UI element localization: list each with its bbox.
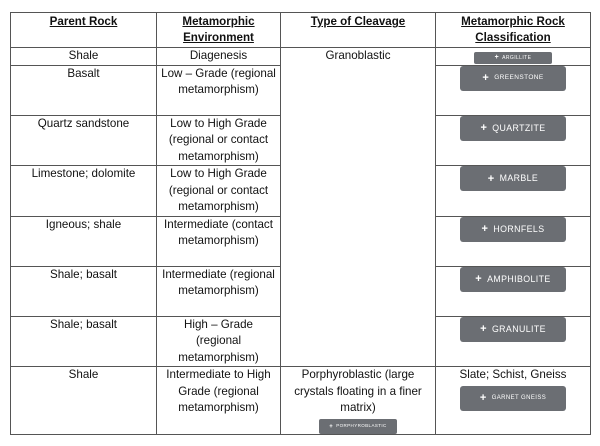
plus-icon: + <box>480 323 487 335</box>
plus-icon: + <box>480 122 488 134</box>
plus-icon: + <box>481 223 489 235</box>
plus-icon: + <box>479 392 487 404</box>
classification-cell: + MARBLE <box>435 165 591 217</box>
header-metamorphic-environment: Metamorphic Environment <box>156 12 281 48</box>
header-parent-rock: Parent Rock <box>10 12 157 48</box>
parent-rock-cell: Shale <box>10 366 157 435</box>
header-rock-classification: Metamorphic Rock Classification <box>435 12 591 48</box>
button-label: HORNFELS <box>493 223 545 234</box>
classification-cell: +ARGILLITE <box>435 47 591 66</box>
cleavage-porphyroblastic: Porphyroblastic (large crystals floating… <box>294 368 422 414</box>
table-row: Basalt Low – Grade (regional metamorphis… <box>10 64 591 116</box>
button-label: QUARTZITE <box>492 122 546 133</box>
argillite-button[interactable]: +ARGILLITE <box>474 52 552 64</box>
button-label: PORPHYROBLASTIC <box>336 423 387 429</box>
quartzite-button[interactable]: + QUARTZITE <box>460 115 566 141</box>
metamorphic-rock-table: Parent Rock Metamorphic Environment Type… <box>10 12 591 435</box>
table-row: Limestone; dolomite Low to High Grade (r… <box>10 165 591 217</box>
parent-rock-cell: Limestone; dolomite <box>10 165 157 217</box>
button-label: AMPHIBOLITE <box>487 273 551 284</box>
button-label: GARNET GNEISS <box>491 394 547 401</box>
plus-icon: + <box>487 172 495 185</box>
granulite-button[interactable]: + GRANULITE <box>460 316 566 342</box>
garnet-gneiss-button[interactable]: + GARNET GNEISS <box>460 385 566 411</box>
parent-rock-cell: Basalt <box>10 64 157 116</box>
parent-rock-cell: Shale <box>10 47 157 66</box>
classification-text: Slate; Schist, Gneiss <box>459 368 567 381</box>
parent-rock-cell: Shale; basalt <box>10 265 157 317</box>
greenstone-button[interactable]: + GREENSTONE <box>460 65 566 91</box>
classification-cell: + GRANULITE <box>435 315 591 367</box>
porphyroblastic-button[interactable]: +PORPHYROBLASTIC <box>319 419 397 434</box>
classification-cell: + AMPHIBOLITE <box>435 265 591 317</box>
environment-cell: Low to High Grade (regional or contact m… <box>156 165 281 217</box>
plus-icon: + <box>494 54 500 61</box>
parent-rock-cell: Quartz sandstone <box>10 114 157 166</box>
button-label: GRANULITE <box>491 323 546 334</box>
amphibolite-button[interactable]: + AMPHIBOLITE <box>460 266 566 292</box>
environment-cell: Intermediate to High Grade (regional met… <box>156 366 281 435</box>
table-row: Shale Diagenesis Granoblastic +ARGILLITE <box>10 47 591 367</box>
table-row: Shale; basalt High – Grade (regional met… <box>10 315 591 367</box>
classification-cell: + GREENSTONE <box>435 64 591 116</box>
environment-cell: Intermediate (contact metamorphism) <box>156 215 281 267</box>
cleavage-cell: Porphyroblastic (large crystals floating… <box>280 366 436 435</box>
header-row: Parent Rock Metamorphic Environment Type… <box>10 12 591 48</box>
environment-cell: Diagenesis <box>156 47 281 66</box>
marble-button[interactable]: + MARBLE <box>460 166 566 191</box>
environment-cell: High – Grade (regional metamorphism) <box>156 315 281 367</box>
environment-cell: Low to High Grade (regional or contact m… <box>156 114 281 166</box>
parent-rock-cell: Shale; basalt <box>10 315 157 367</box>
table-row: Shale Intermediate to High Grade (region… <box>10 366 591 435</box>
cleavage-granoblastic: Granoblastic <box>325 49 391 62</box>
table-row: Shale; basalt Intermediate (regional met… <box>10 265 591 317</box>
button-label: ARGILLITE <box>502 54 532 61</box>
environment-cell: Low – Grade (regional metamorphism) <box>156 64 281 116</box>
button-label: GREENSTONE <box>494 73 544 81</box>
parent-rock-cell: Igneous; shale <box>10 215 157 267</box>
hornfels-button[interactable]: + HORNFELS <box>460 216 566 242</box>
plus-icon: + <box>329 423 334 430</box>
environment-cell: Intermediate (regional metamorphism) <box>156 265 281 317</box>
header-type-of-cleavage: Type of Cleavage <box>280 12 436 48</box>
classification-cell: + HORNFELS <box>435 215 591 267</box>
button-label: MARBLE <box>499 173 539 184</box>
classification-cell: Slate; Schist, Gneiss + GARNET GNEISS <box>435 366 591 435</box>
plus-icon: + <box>475 273 483 285</box>
table-row: Igneous; shale Intermediate (contact met… <box>10 215 591 267</box>
plus-icon: + <box>482 72 490 84</box>
classification-cell: + QUARTZITE <box>435 114 591 166</box>
cleavage-cell: Granoblastic <box>280 47 436 367</box>
